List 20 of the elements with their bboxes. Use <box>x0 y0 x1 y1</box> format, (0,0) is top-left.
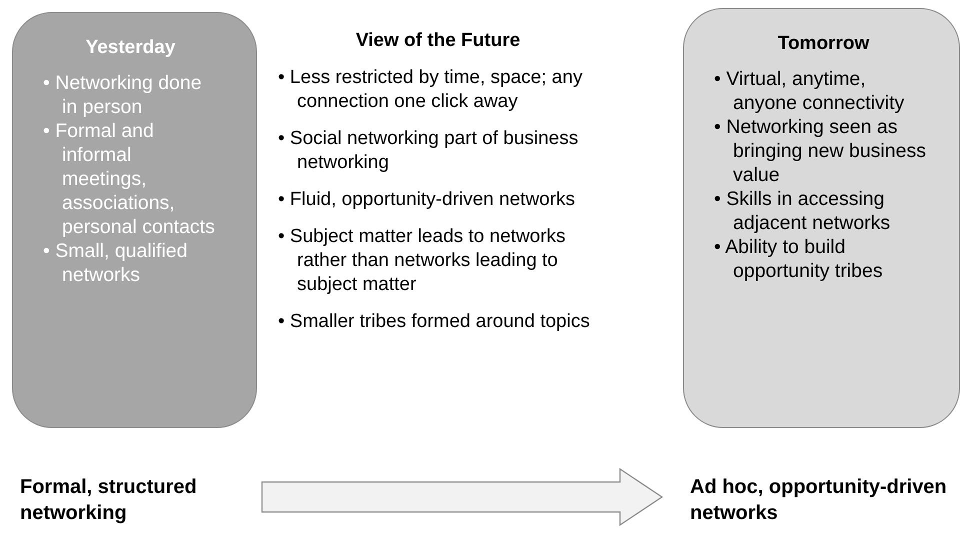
bullet-item: • Networking seen as bringing new business value <box>714 115 927 187</box>
bullet-item: • Networking done in person <box>43 71 203 119</box>
bullet-item: • Smaller tribes formed around topics <box>278 310 591 334</box>
bullet-item: • Social networking part of business networking <box>278 127 580 175</box>
bullet-item: • Skills in accessing adjacent networks <box>714 187 892 235</box>
rounded-panel <box>12 12 257 428</box>
panel-heading: Yesterday <box>84 37 176 59</box>
bullet-item: • Less restricted by time, space; any connection one click away <box>278 66 584 114</box>
block-arrow <box>261 468 664 526</box>
rounded-panel <box>683 8 960 428</box>
bullet-item: • Ability to build opportunity tribes <box>714 235 884 283</box>
bullet-item: • Subject matter leads to networks rather than networks leading to subject matter <box>278 225 567 297</box>
bullet-item: • Virtual, anytime, anyone connectivity <box>714 67 906 115</box>
bullet-item: • Formal and informal meetings, associations, personal contacts <box>43 119 216 239</box>
column-heading: View of the Future <box>354 30 522 52</box>
bullet-item: • Small, qualified networks <box>43 239 188 287</box>
outcome-label: Ad hoc, opportunity-driven networks <box>690 475 948 526</box>
panel-heading: Tomorrow <box>776 33 870 55</box>
outcome-label: Formal, structured networking <box>20 475 198 526</box>
bullet-item: • Fluid, opportunity-driven networks <box>278 188 576 212</box>
